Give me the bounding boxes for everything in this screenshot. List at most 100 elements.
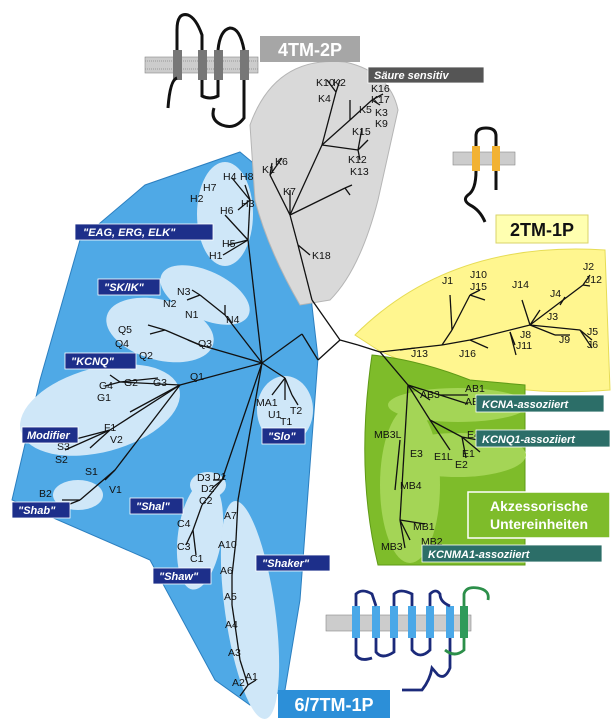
family-label-6-7tm-1p-box: 6/7TM-1P (278, 690, 390, 718)
leaf-label-j16: J16 (459, 348, 476, 360)
leaf-label-j12: J12 (585, 274, 602, 286)
leaf-label-j3: J3 (547, 311, 558, 323)
group-label-eag: "EAG, ERG, ELK" (83, 227, 176, 239)
group-label-saeure-box: Säure sensitiv (368, 67, 484, 83)
family-label-4tm-2p: 4TM-2P (278, 40, 342, 60)
leaf-label-g2: G2 (124, 377, 138, 389)
leaf-label-ma1: MA1 (256, 397, 278, 409)
leaf-label-d2: D2 (201, 483, 215, 495)
leaf-label-e1l: E1L (434, 451, 453, 463)
4tm-2p-topology-icon (145, 15, 258, 127)
leaf-label-h4: H4 (223, 171, 237, 183)
group-label-kcnq1: KCNQ1-assoziiert (482, 434, 576, 446)
leaf-label-t1: T1 (280, 416, 292, 428)
leaf-label-k2: K2 (333, 77, 346, 89)
leaf-label-mb1: MB1 (413, 521, 435, 533)
group-label-skik: "SK/IK" (104, 282, 145, 294)
leaf-label-k5: K5 (359, 104, 372, 116)
leaf-label-a3: A3 (228, 647, 241, 659)
accessory-label-line2: Untereinheiten (490, 516, 588, 532)
group-label-kcnma1-box: KCNMA1-assoziiert (422, 545, 602, 562)
leaf-label-n2: N2 (163, 298, 177, 310)
leaf-label-e3: E3 (410, 448, 423, 460)
leaf-label-j13: J13 (411, 348, 428, 360)
family-label-2tm-1p-box: 2TM-1P (496, 215, 588, 243)
group-label-eag-box: "EAG, ERG, ELK" (75, 224, 213, 240)
group-label-kcnma1: KCNMA1-assoziiert (428, 549, 531, 561)
leaf-label-ab3: AB3 (420, 389, 440, 401)
group-label-shab-box: "Shab" (12, 502, 70, 518)
leaf-label-h8: H8 (240, 171, 254, 183)
group-label-shaw-box: "Shaw" (153, 568, 211, 584)
group-label-shaw: "Shaw" (159, 571, 199, 583)
leaf-label-q3: Q3 (198, 338, 212, 350)
leaf-label-k7: K7 (283, 186, 296, 198)
group-label-shab: "Shab" (18, 505, 56, 517)
2tm-1p-topology-icon (453, 128, 515, 222)
leaf-label-t2: T2 (290, 405, 302, 417)
leaf-label-g1: G1 (97, 392, 111, 404)
leaf-label-q4: Q4 (115, 338, 129, 350)
family-label-2tm-1p: 2TM-1P (510, 220, 574, 240)
group-label-slo-box: "Slo" (262, 428, 305, 444)
leaf-label-k18: K18 (312, 250, 331, 262)
leaf-label-j10: J10 (470, 269, 487, 281)
leaf-label-a6: A6 (220, 565, 233, 577)
group-label-shal-box: "Shal" (130, 498, 183, 514)
leaf-label-j1: J1 (442, 275, 453, 287)
leaf-label-g3: G3 (153, 377, 167, 389)
leaf-label-n1: N1 (185, 309, 199, 321)
leaf-label-j14: J14 (512, 279, 529, 291)
leaf-label-h5: H5 (222, 238, 236, 250)
group-label-shal: "Shal" (136, 501, 170, 513)
leaf-label-j6: J6 (587, 339, 598, 351)
group-label-kcnq: "KCNQ" (71, 356, 115, 368)
leaf-label-k9: K9 (375, 118, 388, 130)
leaf-label-mb3: MB3 (381, 541, 403, 553)
group-label-kcnq1-box: KCNQ1-assoziiert (476, 430, 610, 447)
leaf-label-mb3l: MB3L (374, 429, 402, 441)
group-label-kcnq-box: "KCNQ" (65, 353, 136, 369)
group-label-modifier-box: Modifier (22, 427, 78, 443)
leaf-label-j2: J2 (583, 261, 594, 273)
leaf-label-k12: K12 (348, 154, 367, 166)
leaf-label-c3: C3 (177, 541, 191, 553)
leaf-label-j4: J4 (550, 288, 561, 300)
leaf-label-a4: A4 (225, 619, 238, 631)
leaf-label-h3: H3 (241, 198, 255, 210)
group-label-skik-box: "SK/IK" (98, 279, 160, 295)
leaf-label-q1: Q1 (190, 371, 204, 383)
leaf-label-j5: J5 (587, 326, 598, 338)
leaf-label-b2: B2 (39, 488, 52, 500)
leaf-label-h2: H2 (190, 193, 204, 205)
family-label-6-7tm-1p: 6/7TM-1P (294, 695, 373, 715)
leaf-label-g4: G4 (99, 380, 113, 392)
leaf-label-d1: D1 (213, 471, 227, 483)
leaf-label-h6: H6 (220, 205, 234, 217)
leaf-label-a10: A10 (218, 539, 237, 551)
group-label-slo: "Slo" (268, 431, 296, 443)
leaf-label-c2: C2 (199, 495, 213, 507)
leaf-label-mb4: MB4 (400, 480, 422, 492)
group-label-modifier: Modifier (27, 430, 70, 442)
leaf-label-v2: V2 (110, 434, 123, 446)
leaf-label-q5: Q5 (118, 324, 132, 336)
group-label-kcna: KCNA-assoziiert (482, 399, 570, 411)
group-label-shaker-box: "Shaker" (256, 555, 330, 571)
leaf-label-ab1: AB1 (465, 383, 485, 395)
leaf-label-c4: C4 (177, 518, 191, 530)
leaf-label-e2: E2 (455, 459, 468, 471)
leaf-label-h7: H7 (203, 182, 217, 194)
leaf-label-h1: H1 (209, 250, 223, 262)
leaf-label-j9: J9 (559, 334, 570, 346)
leaf-label-q2: Q2 (139, 350, 153, 362)
leaf-label-a5: A5 (224, 591, 237, 603)
leaf-label-n4: N4 (226, 314, 240, 326)
leaf-label-s2: S2 (55, 454, 68, 466)
group-label-shaker: "Shaker" (262, 558, 310, 570)
leaf-label-s1: S1 (85, 466, 98, 478)
leaf-label-a2: A2 (232, 677, 245, 689)
group-label-kcna-box: KCNA-assoziiert (476, 395, 604, 412)
leaf-label-k13: K13 (350, 166, 369, 178)
